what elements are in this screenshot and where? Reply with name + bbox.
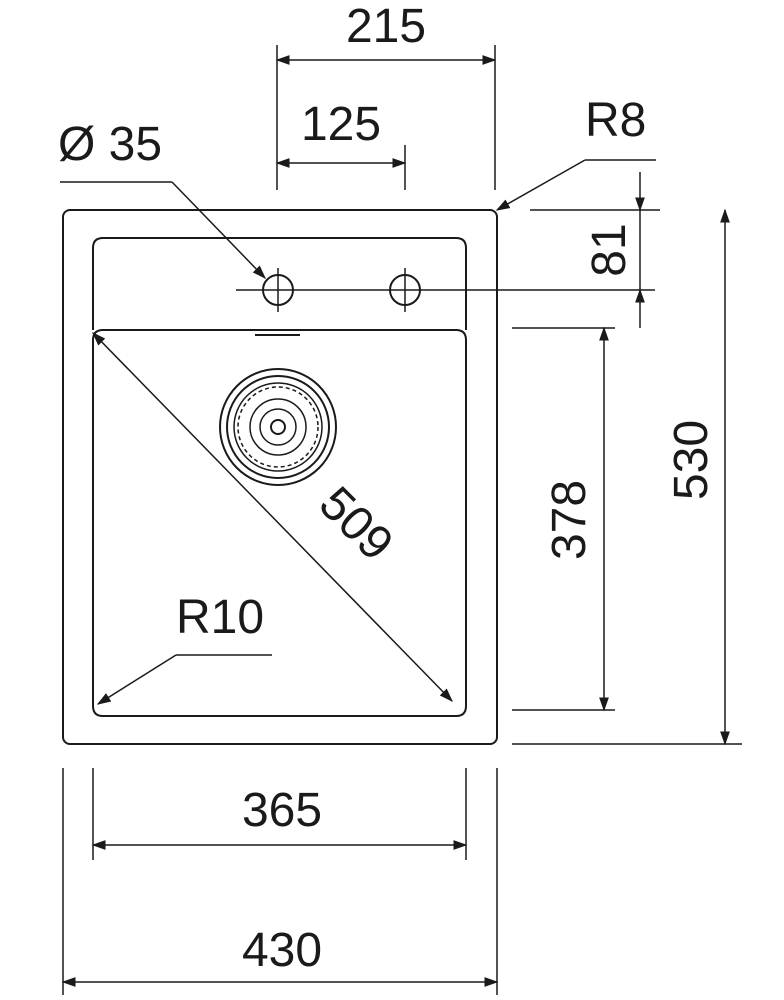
tap-ledge bbox=[92, 237, 467, 330]
label-tap-hole-spacing: 125 bbox=[301, 98, 381, 151]
leader-diameter bbox=[171, 181, 266, 280]
label-bowl-width: 365 bbox=[242, 784, 322, 837]
sink-outline bbox=[62, 209, 498, 745]
drain-strainer-icon bbox=[219, 368, 337, 486]
label-overall-tap-span: 215 bbox=[346, 0, 426, 53]
label-bowl-depth: 378 bbox=[543, 480, 596, 560]
leader-r8 bbox=[495, 159, 586, 211]
label-bowl-radius: R10 bbox=[176, 591, 264, 644]
label-tap-hole-diameter: Ø 35 bbox=[58, 118, 162, 171]
label-overall-width: 430 bbox=[242, 924, 322, 977]
label-outer-radius: R8 bbox=[585, 94, 646, 147]
label-tap-hole-offset: 81 bbox=[583, 223, 636, 276]
label-diagonal: 509 bbox=[309, 477, 403, 571]
leader-r10 bbox=[96, 654, 177, 705]
label-overall-depth: 530 bbox=[665, 420, 718, 500]
dim-line-509 bbox=[92, 331, 453, 703]
